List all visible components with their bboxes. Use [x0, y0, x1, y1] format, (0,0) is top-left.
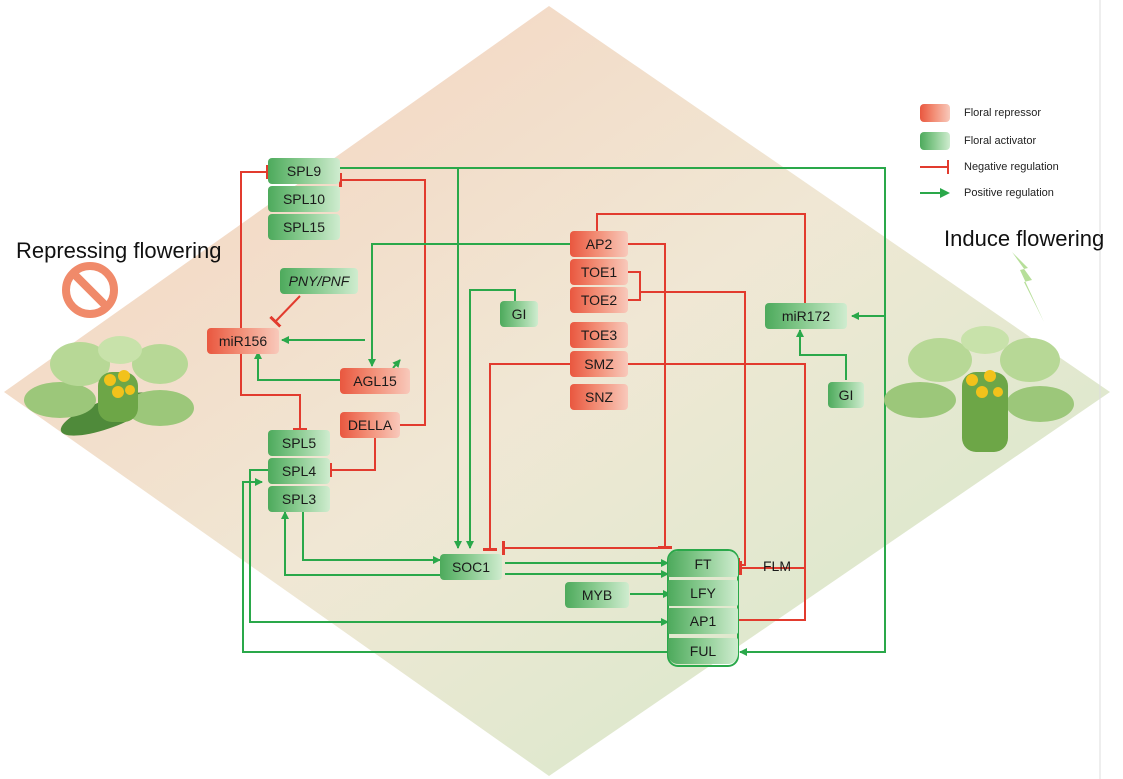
node-lfy: LFY: [668, 580, 738, 606]
positive-regulation-icon: [920, 186, 950, 200]
node-ap2: AP2: [570, 231, 628, 257]
legend-negative-label: Negative regulation: [964, 161, 1059, 173]
node-ft: FT: [668, 551, 738, 577]
node-spl4: SPL4: [268, 458, 330, 484]
node-spl15: SPL15: [268, 214, 340, 240]
node-mir156: miR156: [207, 328, 279, 354]
induce-flowering-label: Induce flowering: [944, 226, 1104, 252]
node-myb: MYB: [565, 582, 629, 608]
node-agl15: AGL15: [340, 368, 410, 394]
no-entry-icon: [66, 266, 114, 314]
node-della: DELLA: [340, 412, 400, 438]
activator-swatch-icon: [920, 132, 950, 150]
node-spl9: SPL9: [268, 158, 340, 184]
node-spl10: SPL10: [268, 186, 340, 212]
node-snz: SNZ: [570, 384, 628, 410]
legend-repressor: Floral repressor: [920, 104, 1041, 122]
legend-positive-label: Positive regulation: [964, 187, 1054, 199]
node-ap1: AP1: [668, 608, 738, 634]
node-pny-pnf: PNY/PNF: [280, 268, 358, 294]
node-gi-right: GI: [828, 382, 864, 408]
legend-positive: Positive regulation: [920, 186, 1054, 200]
legend-negative: Negative regulation: [920, 160, 1059, 174]
node-smz: SMZ: [570, 351, 628, 377]
lightning-icon: [1012, 252, 1044, 322]
node-toe3: TOE3: [570, 322, 628, 348]
node-spl3: SPL3: [268, 486, 330, 512]
legend-repressor-label: Floral repressor: [964, 107, 1041, 119]
repressor-swatch-icon: [920, 104, 950, 122]
node-toe1: TOE1: [570, 259, 628, 285]
negative-regulation-icon: [920, 160, 950, 174]
node-soc1: SOC1: [440, 554, 502, 580]
node-spl5: SPL5: [268, 430, 330, 456]
repressing-flowering-label: Repressing flowering: [16, 238, 221, 264]
legend-activator-label: Floral activator: [964, 135, 1036, 147]
node-gi-left: GI: [500, 301, 538, 327]
node-toe2: TOE2: [570, 287, 628, 313]
node-ful: FUL: [668, 638, 738, 664]
node-flm: FLM: [755, 553, 799, 579]
legend-activator: Floral activator: [920, 132, 1036, 150]
node-mir172: miR172: [765, 303, 847, 329]
